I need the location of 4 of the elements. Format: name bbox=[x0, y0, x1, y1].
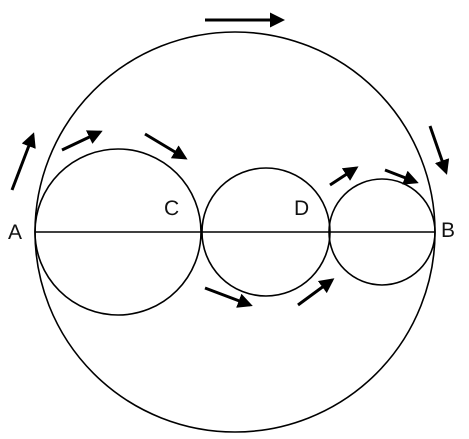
point-label: A bbox=[8, 222, 22, 243]
point-label: D bbox=[294, 198, 310, 219]
point-label: B bbox=[441, 220, 456, 241]
point-label: C bbox=[164, 198, 180, 219]
